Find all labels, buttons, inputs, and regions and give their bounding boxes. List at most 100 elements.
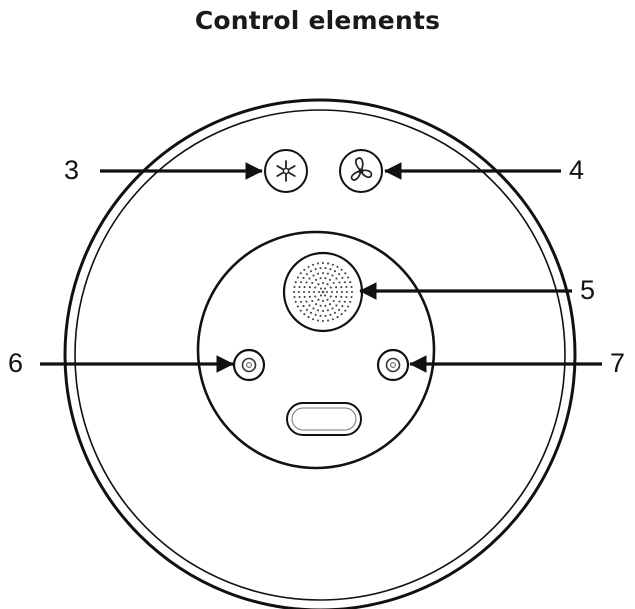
grille-dot (347, 305, 350, 308)
grille-dot (340, 313, 343, 316)
grille-dot (345, 285, 348, 289)
speaker-grille-icon (292, 261, 354, 323)
grille-dot (340, 286, 343, 289)
grille-dot (298, 295, 301, 299)
grille-dot (303, 286, 306, 289)
grille-dot (303, 268, 306, 271)
control-panel (196, 230, 436, 470)
grille-dot (326, 319, 330, 322)
device-inner-ring (74, 109, 566, 601)
grille-dot (340, 268, 343, 271)
grille-dot (331, 274, 334, 277)
grille-dot (307, 316, 310, 319)
snowflake-button[interactable] (264, 149, 308, 193)
grille-dot (309, 270, 313, 273)
grille-dot (312, 263, 315, 266)
grille-dot (314, 268, 317, 271)
grille-dot (307, 290, 311, 294)
grille-dot (303, 313, 306, 316)
grille-dot (326, 272, 329, 275)
grille-dot (321, 319, 325, 323)
grille-dot (336, 316, 339, 319)
grille-dot (340, 295, 343, 298)
grille-dot (317, 298, 320, 301)
right-lens-button[interactable] (376, 348, 410, 382)
grille-dot (324, 277, 327, 280)
grille-dot (319, 277, 322, 280)
grille-dot (296, 276, 299, 279)
grille-dot (292, 290, 296, 294)
grille-dot (343, 300, 346, 303)
grille-dot (319, 287, 323, 290)
grille-dot (347, 276, 350, 279)
grille-dot (309, 311, 313, 314)
grille-dot (303, 295, 306, 298)
grille-dot (332, 299, 335, 303)
grille-dot (305, 281, 308, 284)
device-outer-ring (63, 98, 577, 609)
grille-dot (331, 263, 334, 266)
grille-dot (311, 281, 314, 285)
grille-dot (325, 290, 329, 294)
grille-dot (319, 314, 322, 317)
snowflake-icon (276, 160, 296, 182)
camera-lens-icon (385, 357, 401, 373)
grille-dot (307, 265, 310, 268)
grille-dot (321, 299, 325, 303)
grille-dot (323, 294, 327, 297)
camera-lens-icon (241, 357, 257, 373)
grille-dot (300, 281, 303, 284)
grille-dot (329, 313, 332, 316)
grille-dot (335, 286, 338, 289)
grille-dot (331, 318, 334, 321)
grille-dot (299, 272, 302, 275)
grille-dot (326, 262, 330, 265)
grille-dot (319, 294, 323, 297)
grille-dot (335, 290, 339, 294)
grille-dot (350, 290, 354, 294)
grille-dot (319, 267, 322, 270)
grille-dot (321, 290, 325, 294)
grille-dot (317, 309, 320, 312)
left-lens-button[interactable] (232, 348, 266, 382)
grille-dot (317, 283, 320, 286)
grille-dot (340, 290, 344, 294)
callout-label-7: 7 (610, 348, 626, 378)
grille-dot (335, 304, 338, 307)
grille-dot (296, 305, 299, 308)
grille-dot (305, 273, 308, 276)
fan-button[interactable] (339, 149, 383, 193)
grille-dot (350, 295, 353, 299)
slot-icon (286, 402, 362, 436)
grille-dot (300, 300, 303, 303)
grille-dot (345, 290, 349, 294)
grille-dot (308, 286, 311, 289)
grille-dot (317, 290, 321, 294)
grille-dot (326, 309, 329, 312)
grille-dot (312, 290, 316, 294)
callout-label-5: 5 (580, 275, 596, 305)
grille-dot (333, 270, 337, 273)
grille-dot (344, 272, 347, 275)
grille-dot (324, 267, 327, 270)
grille-dot (321, 309, 325, 313)
grille-dot (308, 277, 311, 280)
diagram-title: Control elements (194, 6, 441, 35)
grille-dot (321, 271, 325, 275)
grille-dot (335, 277, 338, 280)
grille-dot (329, 295, 332, 298)
grille-dot (343, 281, 346, 284)
grille-dot (349, 300, 352, 303)
grille-dot (308, 295, 311, 298)
grille-dot (312, 318, 315, 321)
grille-dot (324, 314, 327, 317)
grille-dot (298, 285, 301, 289)
grille-dot (338, 308, 341, 311)
grille-dot (321, 261, 325, 265)
grille-dot (341, 305, 344, 308)
grille-dot (329, 286, 332, 289)
grille-dot (328, 278, 332, 281)
grille-dot (312, 274, 315, 277)
grille-dot (349, 281, 352, 284)
